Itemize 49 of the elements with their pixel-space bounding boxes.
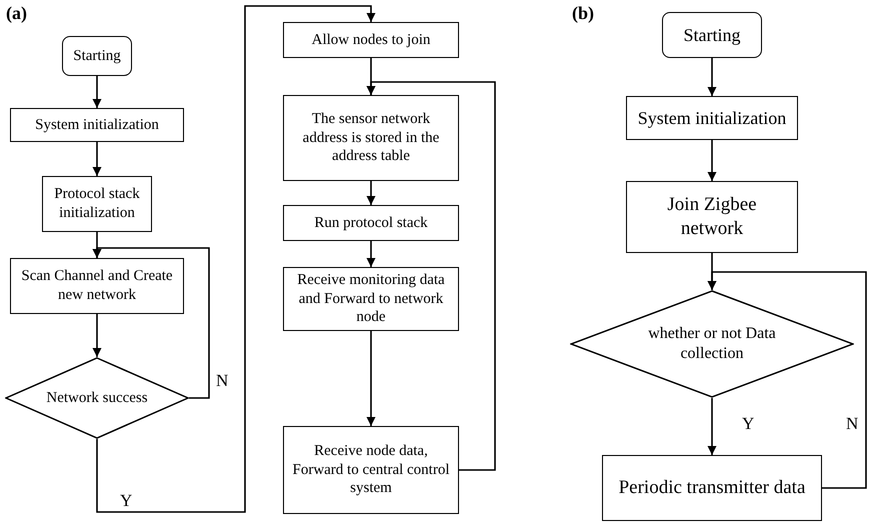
- arrow: [366, 241, 376, 267]
- arrow: [92, 314, 102, 357]
- node-label: The sensor network address is stored in the address table: [302, 110, 440, 166]
- arrow: [708, 271, 867, 489]
- process-box: [42, 176, 152, 232]
- node-label: Allow nodes to join: [312, 30, 430, 50]
- node-label: Starting: [684, 24, 740, 46]
- node-label: System initialization: [638, 106, 786, 130]
- node-label: whether or not Data collection: [647, 324, 777, 364]
- terminal-box: [662, 12, 762, 58]
- edge-label: N: [844, 415, 860, 432]
- node-label: Protocol stack initialization: [53, 185, 141, 223]
- node-label: Receive node data, Forward to central control system: [292, 442, 450, 498]
- decision-diamond: [5, 357, 189, 439]
- arrow: [92, 142, 102, 176]
- arrow: [708, 398, 716, 455]
- process-box: [283, 95, 459, 181]
- node-label: Receive monitoring data and Forward to network node: [296, 270, 446, 328]
- process-box: [602, 455, 822, 521]
- process-box: [626, 181, 798, 253]
- terminal-box: [62, 36, 132, 76]
- node-label: Join Zigbee network: [666, 193, 758, 241]
- node-label: Run protocol stack: [314, 214, 428, 232]
- node-label: Starting: [73, 46, 121, 66]
- node-label: Periodic transmitter data: [618, 476, 806, 500]
- decision-diamond: [570, 290, 854, 398]
- arrow: [96, 5, 376, 513]
- node-label: Scan Channel and Create new network: [20, 267, 174, 305]
- panel-label: (b): [572, 4, 594, 22]
- process-box: [10, 258, 184, 314]
- edge-label: Y: [740, 415, 756, 432]
- process-box: [626, 96, 798, 140]
- edge-label: N: [214, 372, 230, 389]
- arrow: [366, 181, 376, 205]
- arrow: [366, 331, 376, 426]
- process-box: [283, 22, 459, 58]
- node-label: System initialization: [35, 116, 159, 134]
- arrow: [92, 247, 210, 399]
- arrow: [92, 76, 102, 108]
- process-box: [10, 108, 184, 142]
- process-box: [283, 267, 459, 331]
- panel-label: (a): [6, 4, 27, 22]
- node-label: Network success: [46, 388, 148, 408]
- process-box: [283, 205, 459, 241]
- process-box: [283, 426, 459, 514]
- edge-label: Y: [118, 492, 134, 509]
- arrow: [708, 140, 716, 181]
- arrow: [708, 58, 716, 96]
- arrow: [366, 81, 496, 471]
